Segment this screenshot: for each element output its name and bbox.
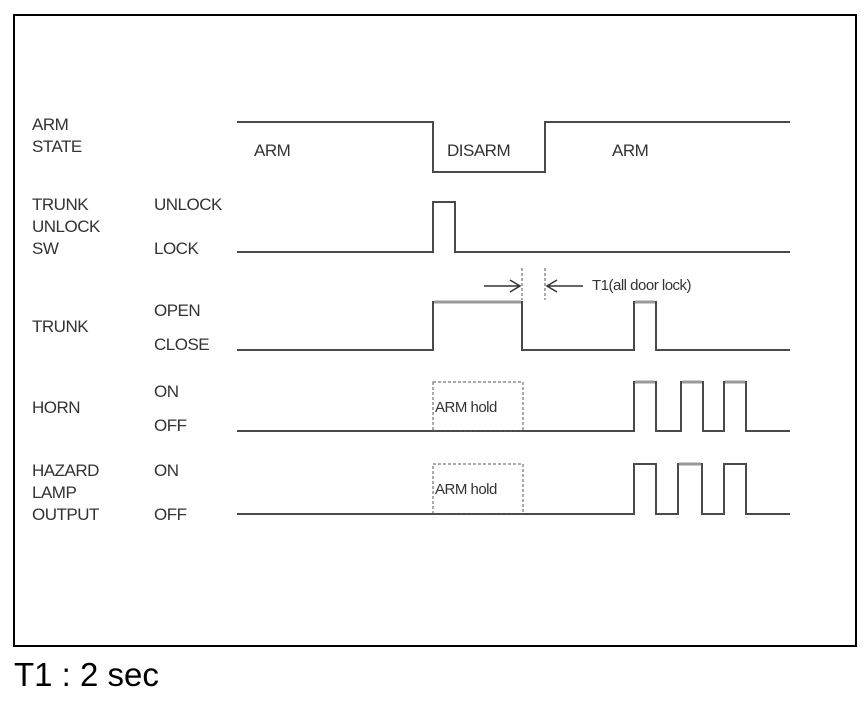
hazard-arm-hold-box <box>432 463 524 515</box>
footnote-t1-duration: T1 : 2 sec <box>14 656 159 693</box>
arm-state-segment-arm-2: ARM <box>612 141 648 160</box>
trunk-unlock-sw-level-high: UNLOCK <box>154 195 223 214</box>
trunk-level-low: CLOSE <box>154 335 209 354</box>
trunk-waveform <box>237 301 790 351</box>
trunk-unlock-sw-label-line-2: UNLOCK <box>32 217 101 236</box>
t1-arrow-left-head <box>509 279 522 293</box>
trunk-unlock-sw-label-line-1: TRUNK <box>32 195 89 214</box>
diagram-frame <box>13 14 857 647</box>
arm-state-segment-disarm: DISARM <box>447 141 510 160</box>
trunk-label: TRUNK <box>32 317 89 336</box>
hazard-level-low: OFF <box>154 505 187 524</box>
trunk-unlock-sw-level-low: LOCK <box>154 239 199 258</box>
t1-annotation-label: T1(all door lock) <box>592 277 692 294</box>
horn-arm-hold-box <box>432 381 524 432</box>
hazard-label-line-1: HAZARD <box>32 461 99 480</box>
horn-level-low: OFF <box>154 416 187 435</box>
arm-state-waveform <box>237 121 790 173</box>
hazard-label-line-2: LAMP <box>32 483 76 502</box>
trunk-unlock-sw-label-line-3: SW <box>32 239 59 258</box>
arm-state-label-line-2: STATE <box>32 137 82 156</box>
trunk-level-high: OPEN <box>154 301 200 320</box>
horn-waveform <box>237 381 790 432</box>
horn-label: HORN <box>32 398 80 417</box>
horn-level-high: ON <box>154 382 179 401</box>
horn-arm-hold-label: ARM hold <box>435 399 497 416</box>
trunk-unlock-sw-waveform <box>237 201 790 253</box>
arm-state-label-line-1: ARM <box>32 115 68 134</box>
arm-state-segment-arm-1: ARM <box>254 141 290 160</box>
hazard-level-high: ON <box>154 461 179 480</box>
hazard-waveform <box>237 463 790 515</box>
hazard-label-line-3: OUTPUT <box>32 505 99 524</box>
t1-arrow-right-head <box>545 279 558 293</box>
hazard-arm-hold-label: ARM hold <box>435 481 497 498</box>
